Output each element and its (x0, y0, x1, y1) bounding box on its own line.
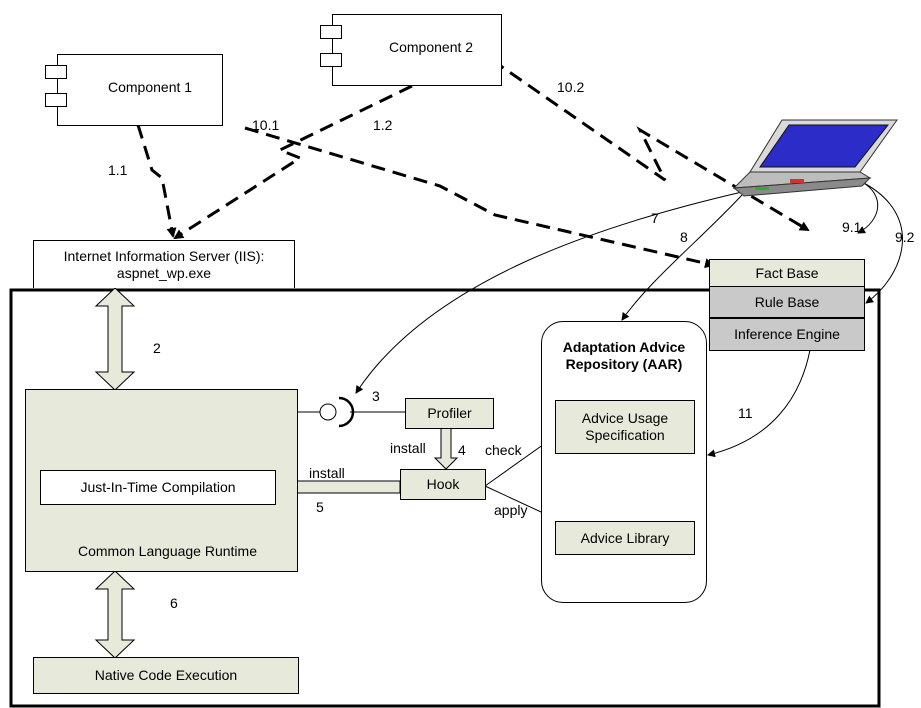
component-1-label: Component 1 (108, 79, 193, 95)
profiler-label: Profiler (427, 405, 472, 421)
label-2: 2 (153, 340, 161, 356)
jit-box: Just-In-Time Compilation (40, 470, 276, 505)
iis-box: Internet Information Server (IIS): aspne… (33, 240, 295, 288)
label-1-2: 1.2 (373, 117, 393, 133)
aar-title: Adaptation Advice Repository (AAR) (541, 339, 707, 373)
advice-library-box: Advice Library (555, 521, 695, 555)
hook-label: Hook (426, 476, 460, 492)
block-arrow-6 (94, 570, 136, 659)
arrow-7 (355, 191, 743, 394)
arrow-11 (707, 349, 811, 458)
link-10-2 (491, 58, 810, 232)
label-9-1: 9.1 (842, 219, 862, 235)
fact-base-box: Fact Base (709, 259, 865, 287)
component-2: Component 2 (320, 14, 502, 86)
advice-usage-line1: Advice Usage (581, 410, 669, 426)
laptop-icon (732, 119, 898, 197)
native-label: Native Code Execution (94, 667, 238, 683)
label-install-jit: install (309, 465, 345, 481)
component-2-label: Component 2 (389, 39, 474, 55)
block-arrow-4 (433, 427, 459, 470)
label-10-2: 10.2 (557, 79, 585, 95)
profiler-box: Profiler (405, 398, 494, 429)
aar-container (541, 321, 707, 603)
label-11: 11 (738, 405, 753, 421)
aar-title-line2: Repository (AAR) (565, 356, 683, 372)
label-check: check (485, 442, 522, 458)
label-install-profiler: install (390, 440, 426, 456)
link-1-1 (136, 124, 177, 238)
arrow-9-1 (857, 181, 879, 234)
label-10-1: 10.1 (252, 117, 280, 133)
inference-engine-box: Inference Engine (709, 318, 865, 351)
fact-base-label: Fact Base (755, 264, 819, 281)
link-1-2 (173, 84, 413, 240)
label-6: 6 (170, 595, 178, 611)
label-9-2: 9.2 (895, 229, 915, 245)
aar-title-line1: Adaptation Advice (562, 339, 686, 355)
iis-title: Internet Information Server (IIS): (63, 247, 265, 264)
rule-base-label: Rule Base (754, 293, 820, 310)
interface-socket (338, 396, 355, 428)
rule-base-box: Rule Base (709, 287, 865, 318)
label-7: 7 (651, 210, 659, 226)
system-boundary (9, 288, 881, 708)
advice-library-label: Advice Library (580, 529, 670, 546)
link-10-1 (244, 126, 715, 269)
inference-engine-label: Inference Engine (734, 326, 840, 342)
native-box: Native Code Execution (33, 657, 299, 694)
interface-ball (319, 403, 337, 421)
arrow-9-2 (861, 181, 903, 304)
label-4: 4 (458, 442, 466, 458)
jit-label: Just-In-Time Compilation (80, 479, 236, 495)
advice-usage-box: Advice Usage Specification (555, 400, 695, 454)
arrow-8 (621, 194, 743, 321)
block-arrow-2 (94, 287, 136, 391)
hook-box: Hook (400, 469, 486, 500)
label-5: 5 (316, 499, 324, 515)
label-1-1: 1.1 (108, 162, 128, 178)
component-1: Component 1 (45, 54, 223, 126)
advice-usage-line2: Specification (585, 427, 665, 443)
iis-process: aspnet_wp.exe (116, 264, 212, 281)
label-3: 3 (372, 388, 380, 404)
label-8: 8 (680, 229, 688, 245)
label-apply: apply (494, 502, 528, 518)
clr-label: Common Language Runtime (78, 543, 257, 559)
